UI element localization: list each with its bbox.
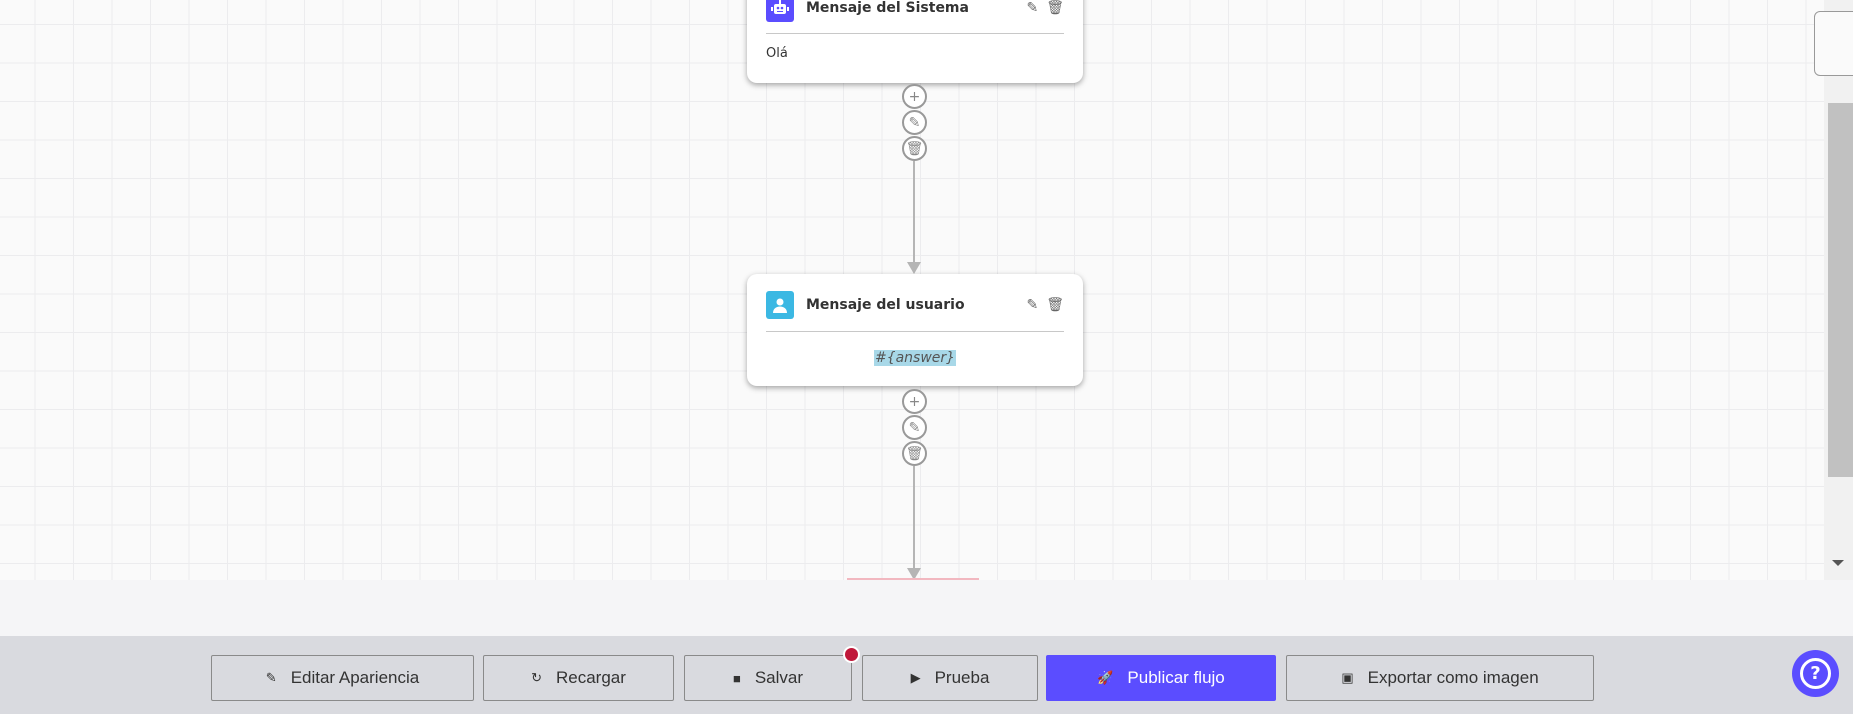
delete-connection-button[interactable]: 🗑: [902, 441, 927, 466]
edit-appearance-button[interactable]: ✎ Editar Apariencia: [211, 655, 474, 701]
pencil-icon[interactable]: ✎: [1026, 0, 1039, 16]
trash-icon[interactable]: 🗑: [1046, 0, 1064, 16]
button-label: Editar Apariencia: [290, 668, 420, 687]
user-message-node[interactable]: Mensaje del usuario ✎ 🗑 #{answer}: [747, 274, 1083, 386]
button-label: Prueba: [934, 668, 990, 687]
reload-button[interactable]: ↻ Recargar: [483, 655, 674, 701]
help-button[interactable]: ?: [1792, 650, 1839, 697]
add-node-button[interactable]: +: [902, 84, 927, 109]
button-label: Exportar como imagen: [1367, 668, 1539, 687]
bottom-toolbar: ✎ Editar Apariencia ↻ Recargar ■ Salvar ▶ Pr…: [0, 636, 1853, 714]
edit-connection-button[interactable]: ✎: [902, 415, 927, 440]
connector-line: [913, 466, 915, 572]
publish-flow-button[interactable]: 🚀 Publicar flujo: [1046, 655, 1276, 701]
test-button[interactable]: ▶ Prueba: [862, 655, 1038, 701]
trash-icon[interactable]: 🗑: [1046, 297, 1064, 313]
flow-canvas[interactable]: Mensaje del Sistema ✎ 🗑 Olá + ✎ 🗑 Mensaj…: [0, 0, 1824, 580]
button-label: Salvar: [754, 668, 804, 687]
node-content: #{answer}: [873, 350, 957, 366]
delete-connection-button[interactable]: 🗑: [902, 136, 927, 161]
divider: [766, 331, 1064, 332]
system-message-node[interactable]: Mensaje del Sistema ✎ 🗑 Olá: [747, 0, 1083, 83]
arrow-down-icon: [907, 568, 921, 580]
minimap-panel[interactable]: [1814, 11, 1853, 76]
scrollbar-thumb[interactable]: [1828, 103, 1853, 477]
add-node-button[interactable]: +: [902, 389, 927, 414]
node-title: Mensaje del Sistema: [806, 0, 969, 16]
user-icon: [766, 291, 794, 319]
pencil-icon[interactable]: ✎: [1026, 297, 1039, 313]
vertical-scrollbar[interactable]: [1824, 0, 1853, 580]
node-title: Mensaje del usuario: [806, 297, 965, 313]
robot-icon: [766, 0, 794, 22]
floppy-disk-icon: ■: [732, 670, 741, 686]
unsaved-changes-dot: [843, 646, 860, 663]
refresh-icon: ↻: [531, 670, 542, 685]
image-icon: ▣: [1341, 670, 1354, 685]
export-image-button[interactable]: ▣ Exportar como imagen: [1286, 655, 1594, 701]
scroll-down-icon[interactable]: [1832, 560, 1844, 566]
save-button[interactable]: ■ Salvar: [684, 655, 852, 701]
rocket-icon: 🚀: [1097, 670, 1114, 685]
connector-line: [913, 161, 915, 265]
edit-connection-button[interactable]: ✎: [902, 110, 927, 135]
next-node-edge: [847, 578, 979, 580]
arrow-down-icon: [907, 262, 921, 274]
divider: [766, 33, 1064, 34]
question-icon: ?: [1800, 658, 1831, 689]
button-label: Recargar: [555, 668, 626, 687]
node-content: Olá: [766, 46, 788, 61]
edit-icon: ✎: [265, 670, 277, 685]
play-icon: ▶: [910, 670, 921, 685]
button-label: Publicar flujo: [1127, 668, 1225, 687]
